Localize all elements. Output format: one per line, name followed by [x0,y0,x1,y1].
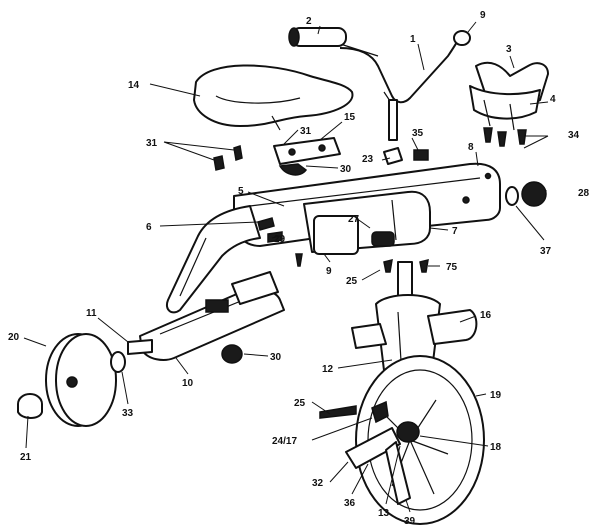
callout-labels: 2 9 1 3 4 14 31 31 15 35 34 30 23 8 5 28… [8,10,590,527]
seat-screws [213,145,243,171]
callout-33: 33 [122,408,134,419]
callout-32: 32 [312,478,324,489]
callout-1: 1 [410,34,416,45]
callout-7: 7 [452,226,458,237]
rear-wheel [45,333,117,427]
callout-12: 12 [322,364,334,375]
rear-axle [127,339,153,355]
front-wheel [355,355,485,525]
handlebar [333,30,471,141]
leader-lines [23,21,549,513]
callout-8: 8 [468,142,474,153]
stem-screws [383,258,429,273]
callout-75: 75 [446,262,458,273]
callout-36: 36 [344,498,356,509]
seat [193,64,354,131]
callout-39: 39 [404,516,416,527]
callout-18: 18 [490,442,502,453]
callout-31-right: 31 [300,126,312,137]
callout-10: 10 [182,378,194,389]
rear-deck [139,271,285,361]
callout-23: 23 [362,154,374,165]
callout-6: 6 [146,222,152,233]
nut-30 [221,344,243,364]
callout-35: 35 [412,128,424,139]
callout-28: 28 [578,188,590,199]
callout-16: 16 [480,310,492,321]
callout-9: 9 [480,10,486,21]
callout-30-upper: 30 [340,164,352,175]
callout-9-lower: 9 [326,266,332,277]
callout-25-upper: 25 [346,276,358,287]
callout-20: 20 [8,332,20,343]
rear-frame [166,205,261,314]
bushing-28 [505,181,547,207]
callout-2: 2 [306,16,312,27]
callout-14: 14 [128,80,140,91]
callout-27: 27 [348,214,360,225]
footrest-screws [483,127,527,147]
seat-bracket [273,137,341,176]
callout-29: 29 [274,234,286,245]
callout-34: 34 [568,130,580,141]
gear-housing [303,190,431,255]
footrest [469,61,549,131]
callout-13: 13 [378,508,390,519]
callout-4: 4 [550,94,556,105]
callout-5: 5 [238,186,244,197]
washer-33 [110,351,126,373]
callout-21: 21 [20,452,32,463]
callout-15: 15 [344,112,356,123]
callout-11: 11 [86,308,97,319]
hardware-23-35 [383,147,429,165]
handlebar-grip [288,27,347,47]
callout-37: 37 [540,246,552,257]
callout-3: 3 [506,44,512,55]
callout-19: 19 [490,390,502,401]
callout-31-left: 31 [146,138,158,149]
callout-30-lower: 30 [270,352,282,363]
pedal-crank [319,400,420,505]
callout-24-17: 24/17 [272,436,297,447]
hubcap-21 [17,393,43,419]
callout-25-lower: 25 [294,398,306,409]
